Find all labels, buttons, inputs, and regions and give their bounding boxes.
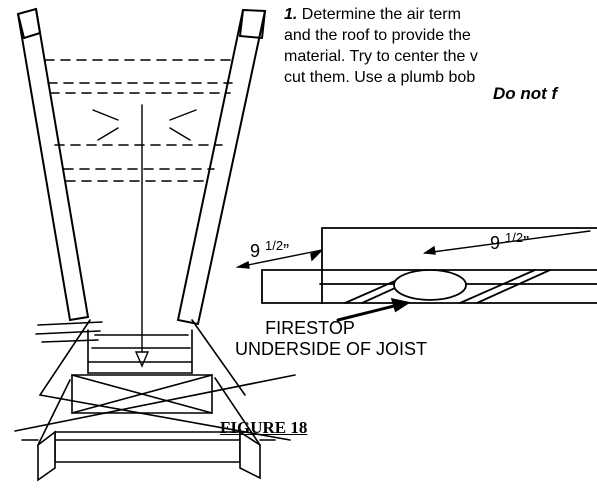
step-number: 1. — [284, 6, 298, 23]
plumb-line — [134, 111, 150, 368]
dashed-roof-boards — [44, 59, 236, 182]
dimension-left-whole: 9 — [250, 241, 266, 261]
callout-arrow — [336, 298, 411, 322]
dimension-top-fraction: 1/2 — [505, 230, 524, 245]
dimension-lines — [235, 230, 591, 269]
instruction-line-1: 1. Determine the air term — [284, 4, 597, 25]
instruction-line-4: cut them. Use a plumb bob — [284, 69, 476, 86]
dimension-top-whole: 9 — [490, 233, 506, 253]
dimension-label-left: 9 1/2” — [250, 238, 289, 262]
firestop-detail — [261, 227, 597, 304]
callout-line-2: UNDERSIDE OF JOIST — [235, 339, 428, 359]
dimension-top-mark: ” — [523, 233, 530, 253]
instruction-line-3: material. Try to center the v — [284, 48, 478, 65]
floor-joist-frame — [14, 319, 296, 482]
dimension-left-mark: ” — [283, 241, 290, 261]
instruction-text-1: Determine the air term — [297, 6, 461, 23]
right-rafter — [176, 8, 267, 326]
instruction-paragraph: 1. Determine the air term and the roof t… — [284, 4, 597, 88]
left-rafter — [16, 7, 90, 322]
instruction-line-2: and the roof to provide the — [284, 27, 471, 44]
dimension-left-fraction: 1/2 — [265, 238, 284, 253]
center-marks — [92, 104, 197, 141]
dimension-label-top: 9 1/2” — [490, 230, 529, 254]
figure-label: FIGURE 18 — [220, 418, 308, 437]
warning-text: Do not f — [493, 84, 558, 103]
callout-line-1: FIRESTOP — [265, 318, 355, 338]
firestop-callout: FIRESTOP UNDERSIDE OF JOIST — [235, 318, 428, 360]
